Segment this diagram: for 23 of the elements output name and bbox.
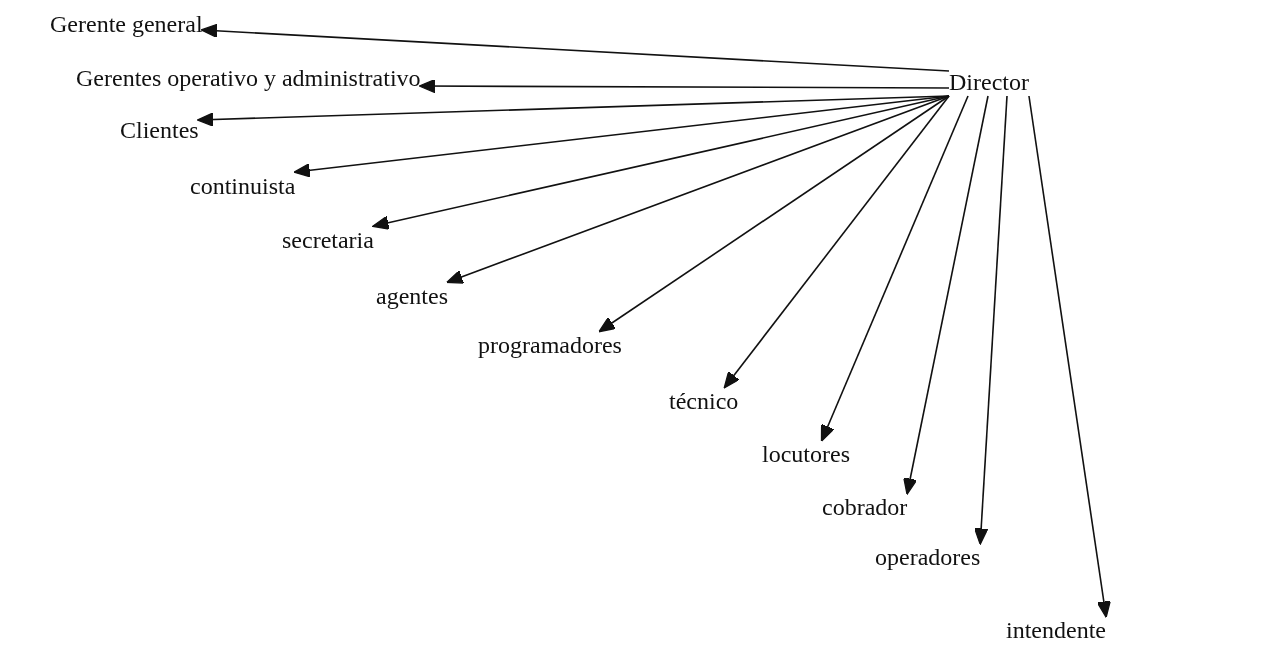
role-label: agentes bbox=[376, 282, 448, 310]
role-label: Gerentes operativo y administrativo bbox=[76, 64, 421, 92]
role-label: técnico bbox=[669, 387, 739, 415]
arrow bbox=[446, 95, 950, 284]
role-label: secretaria bbox=[282, 226, 374, 254]
role-label: Director bbox=[949, 68, 1029, 96]
arrow bbox=[903, 95, 989, 495]
role-label: operadores bbox=[875, 543, 981, 571]
role-label: continuista bbox=[190, 172, 296, 200]
arrow bbox=[598, 95, 950, 333]
role-label: cobrador bbox=[822, 493, 908, 521]
arrow bbox=[418, 78, 950, 94]
arrow bbox=[723, 95, 950, 389]
arrow bbox=[974, 95, 1008, 545]
role-label: programadores bbox=[478, 331, 622, 359]
role-label: Clientes bbox=[120, 116, 199, 144]
arrow bbox=[200, 23, 950, 72]
arrow bbox=[1028, 95, 1111, 618]
role-label: Gerente general bbox=[50, 10, 203, 38]
arrow bbox=[820, 95, 969, 442]
role-label: locutores bbox=[762, 440, 850, 468]
role-label: intendente bbox=[1006, 616, 1106, 644]
arrow bbox=[293, 95, 950, 178]
